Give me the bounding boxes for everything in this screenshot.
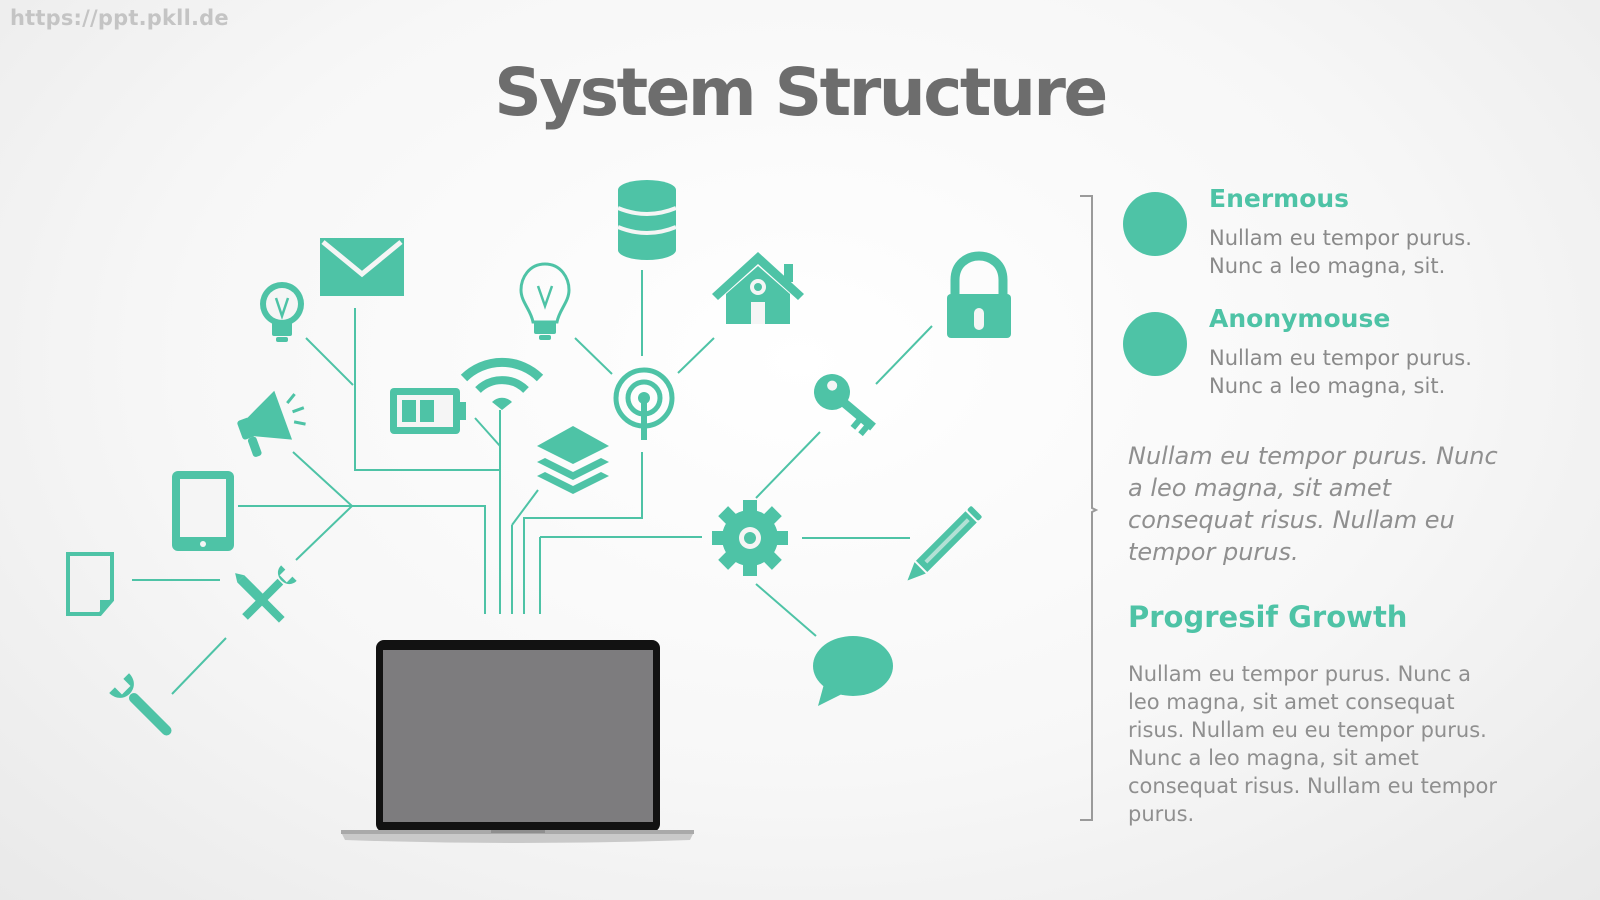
growth-text: Nullam eu tempor purus. Nunc a leo magna… [1128, 662, 1498, 826]
item-title: Enermous [1209, 184, 1350, 213]
enermous-dot [1123, 192, 1187, 256]
quote-text: Nullam eu tempor purus. Nunc a leo magna… [1128, 442, 1498, 566]
bracket [1080, 195, 1099, 821]
database-icon [617, 180, 677, 260]
gear-icon [712, 500, 788, 576]
tablet-icon [172, 471, 234, 551]
layers-icon [537, 426, 609, 494]
item-title: Anonymouse [1209, 304, 1391, 333]
home-icon [712, 252, 804, 324]
growth-title: Progresif Growth [1128, 600, 1408, 634]
page-title: System Structure [494, 54, 1108, 131]
connector-lines [132, 270, 933, 695]
document-icon [66, 552, 114, 616]
battery-icon [390, 388, 466, 434]
bulb-icon [260, 282, 304, 342]
watermark: https://ppt.pkll.de [10, 6, 229, 30]
wifi-icon [460, 357, 544, 410]
item-text: Nullam eu tempor purus. Nunc a leo magna… [1209, 346, 1472, 398]
megaphone-icon [237, 390, 306, 457]
tools-icon [235, 565, 297, 623]
pencil-icon [907, 506, 982, 581]
key-icon [814, 374, 876, 437]
broadcast-icon [613, 367, 675, 440]
system-diagram [66, 180, 1011, 843]
bulb-icon [519, 262, 571, 340]
chat-bubble-icon [813, 636, 893, 706]
item-text: Nullam eu tempor purus. Nunc a leo magna… [1209, 226, 1472, 278]
laptop-icon [341, 640, 694, 843]
wrench-icon [109, 673, 172, 736]
anonymouse-dot [1123, 312, 1187, 376]
lock-icon [947, 251, 1011, 338]
mail-icon [320, 238, 404, 296]
